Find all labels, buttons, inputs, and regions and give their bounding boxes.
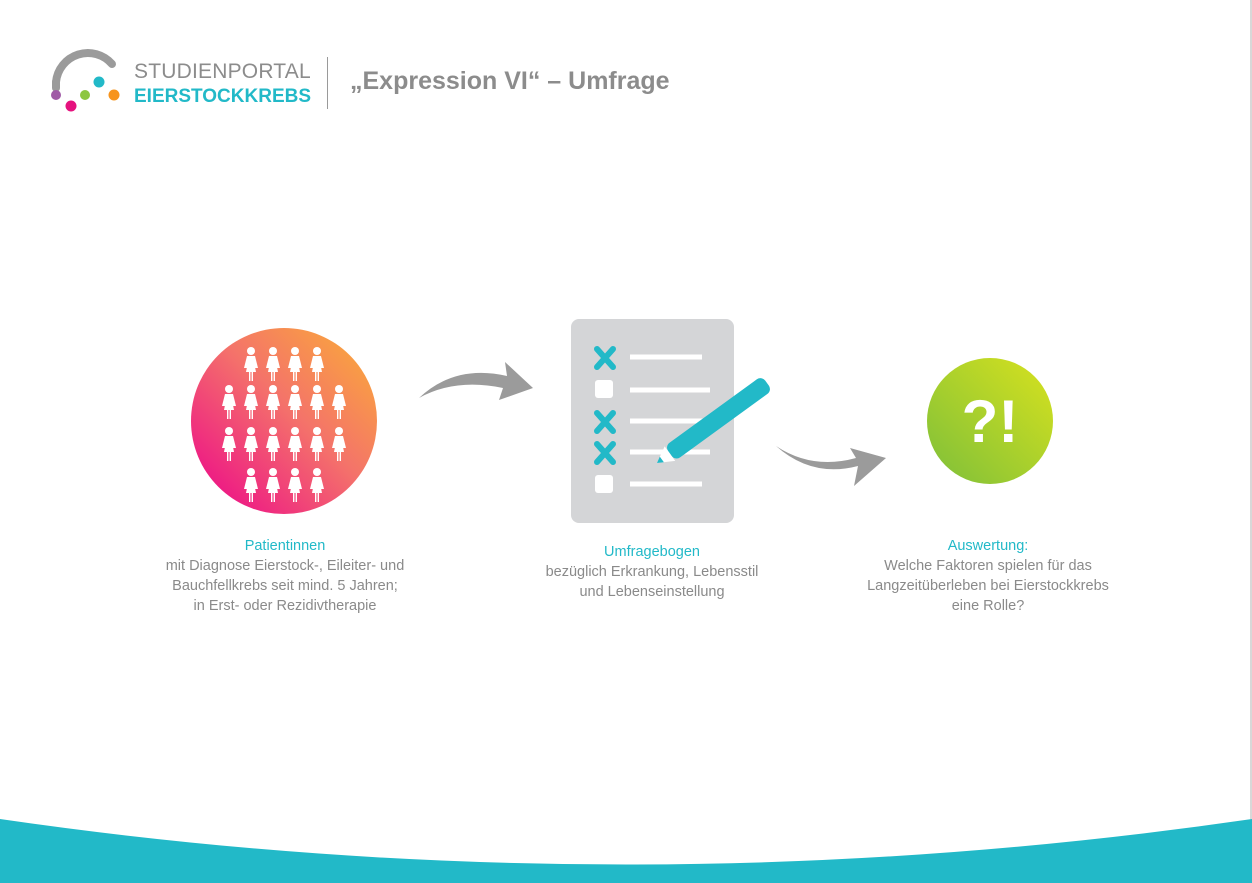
arrow-right-icon bbox=[776, 446, 886, 486]
step-line: Welche Faktoren spielen für das bbox=[884, 558, 1092, 574]
step-line: in Erst- oder Rezidivtherapie bbox=[193, 598, 377, 614]
step-evaluation-caption: Auswertung: Welche Faktoren spielen für … bbox=[838, 536, 1138, 616]
bottom-wave bbox=[0, 819, 1252, 883]
arrow-right-icon bbox=[419, 362, 533, 400]
page-edge bbox=[1250, 0, 1252, 883]
step-line: bezüglich Erkrankung, Lebensstil bbox=[545, 564, 759, 580]
step-line: eine Rolle? bbox=[951, 598, 1025, 614]
question-exclamation-text: ?! bbox=[962, 388, 1019, 455]
question-exclamation-icon: ?! bbox=[927, 358, 1053, 484]
logo-text-eierstockkrebs: EIERSTOCKKREBS bbox=[134, 86, 312, 107]
step-line: Bauchfellkrebs seit mind. 5 Jahren; bbox=[172, 578, 398, 594]
step-survey-caption: Umfragebogen bezüglich Erkrankung, Leben… bbox=[502, 542, 802, 602]
logo-text-studienportal: STUDIENPORTAL bbox=[134, 60, 311, 83]
logo-icon bbox=[51, 49, 120, 112]
page-title: „Expression VI“ – Umfrage bbox=[350, 67, 670, 95]
step-heading: Umfragebogen bbox=[604, 544, 700, 560]
step-line: und Lebenseinstellung bbox=[579, 584, 725, 600]
step-heading: Patientinnen bbox=[244, 538, 326, 554]
step-line: mit Diagnose Eierstock-, Eileiter- und bbox=[165, 558, 405, 574]
step-patients-caption: Patientinnen mit Diagnose Eierstock-, Ei… bbox=[135, 536, 435, 616]
women-group-icon bbox=[191, 328, 377, 514]
header-divider bbox=[327, 57, 328, 109]
step-heading: Auswertung: bbox=[947, 538, 1029, 554]
questionnaire-icon bbox=[571, 319, 770, 523]
step-line: Langzeitüberleben bei Eierstockkrebs bbox=[867, 578, 1109, 594]
